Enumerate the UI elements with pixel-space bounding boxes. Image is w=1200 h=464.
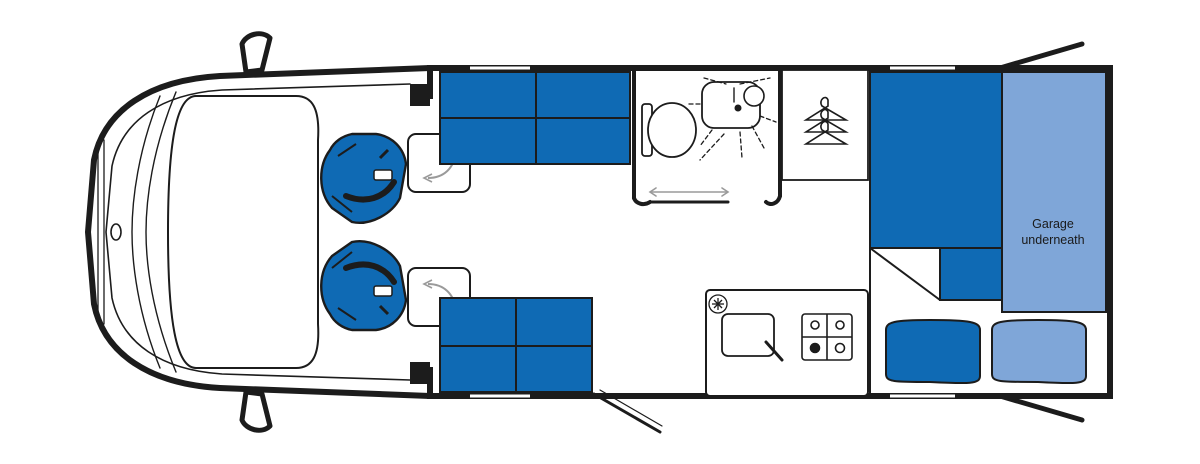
cab-seat-driver-icon bbox=[320, 132, 408, 224]
rear-bed bbox=[869, 71, 1003, 396]
garage-label-line1: Garage bbox=[1032, 217, 1074, 231]
garage-area: Garage underneath bbox=[1001, 71, 1107, 313]
snowflake-icon bbox=[708, 294, 728, 314]
rear-door-top bbox=[997, 41, 1085, 71]
rear-cushion-left bbox=[885, 318, 981, 385]
rear-door-bottom bbox=[997, 393, 1085, 423]
cab-seat-passenger-icon bbox=[320, 240, 408, 332]
rear-cushion-right bbox=[991, 318, 1087, 385]
sliding-door-arrow-icon bbox=[648, 187, 730, 197]
garage-label-line2: underneath bbox=[1021, 233, 1084, 247]
washroom bbox=[632, 68, 782, 207]
sink-icon bbox=[721, 313, 784, 362]
toilet-icon bbox=[641, 102, 697, 158]
lounge-sofa-top bbox=[439, 71, 631, 165]
kitchen bbox=[705, 289, 869, 397]
b-pillar-top bbox=[410, 84, 430, 106]
coat-hanger-icon bbox=[803, 96, 849, 145]
cab bbox=[85, 65, 433, 399]
habitation-door bbox=[592, 389, 663, 434]
wing-mirror-bottom bbox=[239, 389, 273, 433]
windows bbox=[470, 66, 955, 398]
hob-icon bbox=[801, 313, 853, 361]
wardrobe bbox=[781, 69, 869, 181]
sink-icon bbox=[701, 81, 765, 129]
lounge-sofa-bottom bbox=[439, 297, 593, 393]
b-pillar-bottom bbox=[410, 362, 430, 384]
wing-mirror-top bbox=[239, 31, 273, 75]
